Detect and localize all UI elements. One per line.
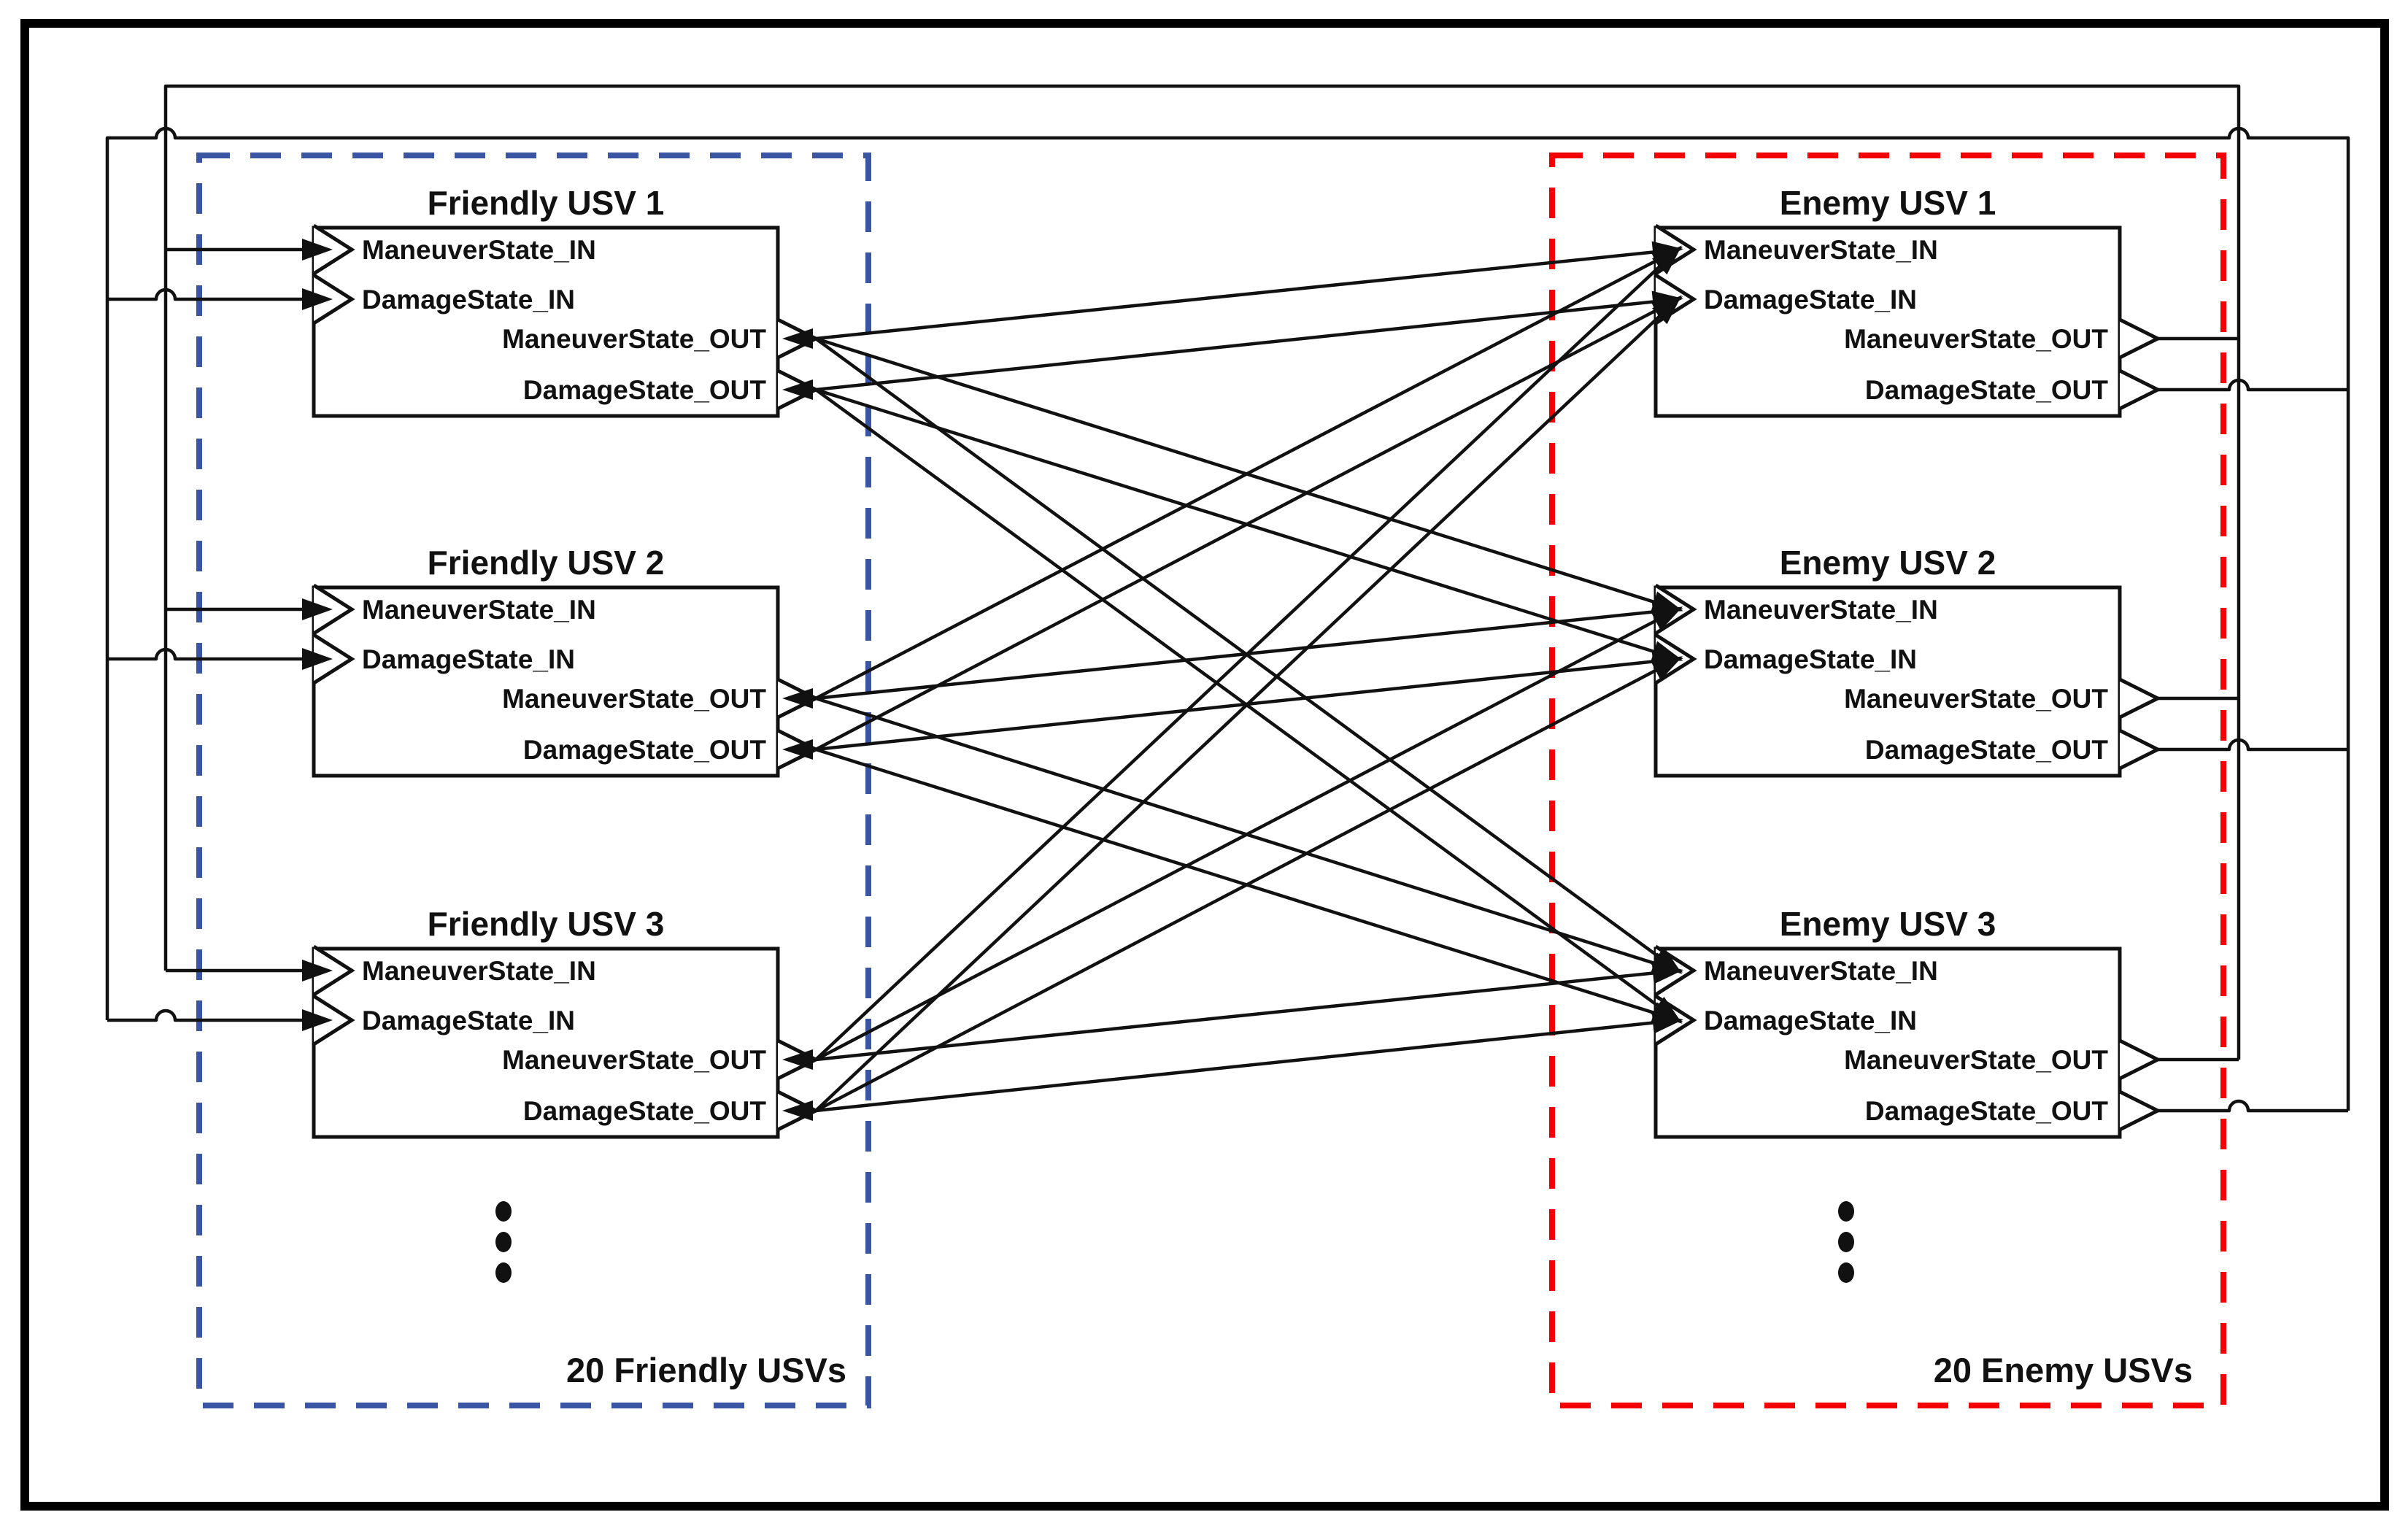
ellipsis-dots-friendly <box>495 1201 512 1283</box>
enemy-usv-2-block: Enemy USV 2 ManeuverState_IN DamageState… <box>1653 544 2162 778</box>
dot <box>495 1262 512 1283</box>
enemy-usv-1-title: Enemy USV 1 <box>1780 184 1996 222</box>
port-label-maneuver-out: ManeuverState_OUT <box>502 1045 766 1075</box>
port-label-maneuver-out: ManeuverState_OUT <box>1844 324 2108 354</box>
port-label-damage-out: DamageState_OUT <box>1865 1096 2109 1126</box>
friendly-usv-3-block: Friendly USV 3 ManeuverState_IN DamageSt… <box>312 905 820 1139</box>
enemy-count-label: 20 Enemy USVs <box>1934 1351 2193 1389</box>
friendly-usv-1-block: Friendly USV 1 ManeuverState_IN DamageSt… <box>312 184 820 418</box>
port-label-damage-out: DamageState_OUT <box>1865 735 2109 765</box>
link-line <box>814 656 1683 1112</box>
port-label-damage-out: DamageState_OUT <box>523 375 767 405</box>
input-port-icon <box>312 944 355 997</box>
block-body <box>1653 225 2122 418</box>
enemy-usv-1-block: Enemy USV 1 ManeuverState_IN DamageState… <box>1653 184 2162 418</box>
link-line <box>814 247 1683 700</box>
port-label-maneuver-out: ManeuverState_OUT <box>502 684 766 714</box>
enemy-usv-2-title: Enemy USV 2 <box>1780 544 1996 582</box>
dot <box>1838 1232 1854 1252</box>
link-line <box>814 245 1682 1061</box>
output-port-icon <box>2118 317 2162 360</box>
block-body <box>312 585 780 778</box>
port-label-maneuver-in: ManeuverState_IN <box>1704 956 1938 986</box>
enemy-usv-3-title: Enemy USV 3 <box>1780 905 1996 943</box>
output-port-icon <box>2118 1038 2162 1081</box>
friendly-usv-2-block: Friendly USV 2 ManeuverState_IN DamageSt… <box>312 544 820 778</box>
tip-arrow-icon <box>782 1100 813 1121</box>
port-label-maneuver-out: ManeuverState_OUT <box>1844 1045 2108 1075</box>
port-label-maneuver-in: ManeuverState_IN <box>1704 235 1938 265</box>
enemy-output-stubs <box>2158 336 2348 1113</box>
friendly-usv-2-title: Friendly USV 2 <box>428 544 665 582</box>
wire-damage-in <box>107 647 333 670</box>
block-body <box>1653 946 2122 1139</box>
friendly-usv-1-title: Friendly USV 1 <box>428 184 665 222</box>
output-port-icon <box>2118 1090 2162 1132</box>
dot <box>495 1201 512 1222</box>
wire-damage-in <box>107 288 333 310</box>
input-port-icon <box>312 273 355 325</box>
port-label-maneuver-out: ManeuverState_OUT <box>502 324 766 354</box>
port-label-damage-in: DamageState_IN <box>362 1006 575 1036</box>
dot <box>495 1232 512 1252</box>
tip-arrow-icon <box>782 328 813 349</box>
friendly-output-tip-arrows <box>782 328 813 1121</box>
link-line <box>815 241 1683 341</box>
dot <box>1838 1201 1854 1222</box>
dot <box>1838 1262 1854 1283</box>
tip-arrow-icon <box>782 379 813 400</box>
friendly-usv-3-title: Friendly USV 3 <box>428 905 665 943</box>
friendly-dashed-border <box>196 153 871 1408</box>
port-label-damage-in: DamageState_IN <box>1704 644 1917 674</box>
port-label-damage-out: DamageState_OUT <box>523 735 767 765</box>
enemy-dashed-border <box>1549 153 2226 1408</box>
output-port-icon <box>2118 677 2162 720</box>
port-label-maneuver-in: ManeuverState_IN <box>362 595 596 625</box>
tip-arrow-icon <box>782 688 813 709</box>
friendly-input-stubs <box>107 239 333 1031</box>
output-port-icon <box>2118 369 2162 411</box>
input-port-icon <box>312 583 355 636</box>
port-label-damage-in: DamageState_IN <box>362 644 575 674</box>
friendly-count-label: 20 Friendly USVs <box>566 1351 846 1389</box>
outer-frame <box>20 19 2389 1511</box>
wire-damage-out <box>2158 378 2348 392</box>
link-line <box>814 606 1683 1061</box>
port-label-damage-out: DamageState_OUT <box>523 1096 767 1126</box>
ellipsis-dots-enemy <box>1838 1201 1854 1283</box>
link-line <box>815 1011 1683 1113</box>
link-line <box>814 296 1683 751</box>
port-label-maneuver-out: ManeuverState_OUT <box>1844 684 2108 714</box>
port-label-damage-in: DamageState_IN <box>1704 285 1917 315</box>
damage-feedback-bus <box>105 126 2350 1111</box>
wire-damage-out <box>2158 738 2348 752</box>
port-label-damage-out: DamageState_OUT <box>1865 375 2109 405</box>
friendly-to-enemy-links <box>814 241 1683 1113</box>
wire-damage-out <box>2158 1099 2348 1113</box>
port-label-damage-in: DamageState_IN <box>1704 1006 1917 1036</box>
link-line <box>814 295 1682 1112</box>
port-label-maneuver-in: ManeuverState_IN <box>1704 595 1938 625</box>
enemy-usv-3-block: Enemy USV 3 ManeuverState_IN DamageState… <box>1653 905 2162 1139</box>
tip-arrow-icon <box>782 739 813 760</box>
port-label-maneuver-in: ManeuverState_IN <box>362 235 596 265</box>
tip-arrow-icon <box>782 1049 813 1070</box>
input-port-icon <box>312 223 355 276</box>
input-port-icon <box>312 633 355 685</box>
wire-damage-in <box>107 1009 333 1031</box>
friendly-group-box: 20 Friendly USVs <box>196 153 871 1408</box>
link-line <box>815 962 1683 1062</box>
input-port-icon <box>312 994 355 1046</box>
enemy-group-box: 20 Enemy USVs <box>1549 153 2226 1408</box>
output-port-icon <box>2118 728 2162 771</box>
maneuver-feedback-bus <box>163 84 2241 1060</box>
port-label-maneuver-in: ManeuverState_IN <box>362 956 596 986</box>
link-line <box>815 290 1683 392</box>
feedback-buses <box>105 84 2350 1111</box>
port-label-damage-in: DamageState_IN <box>362 285 575 315</box>
